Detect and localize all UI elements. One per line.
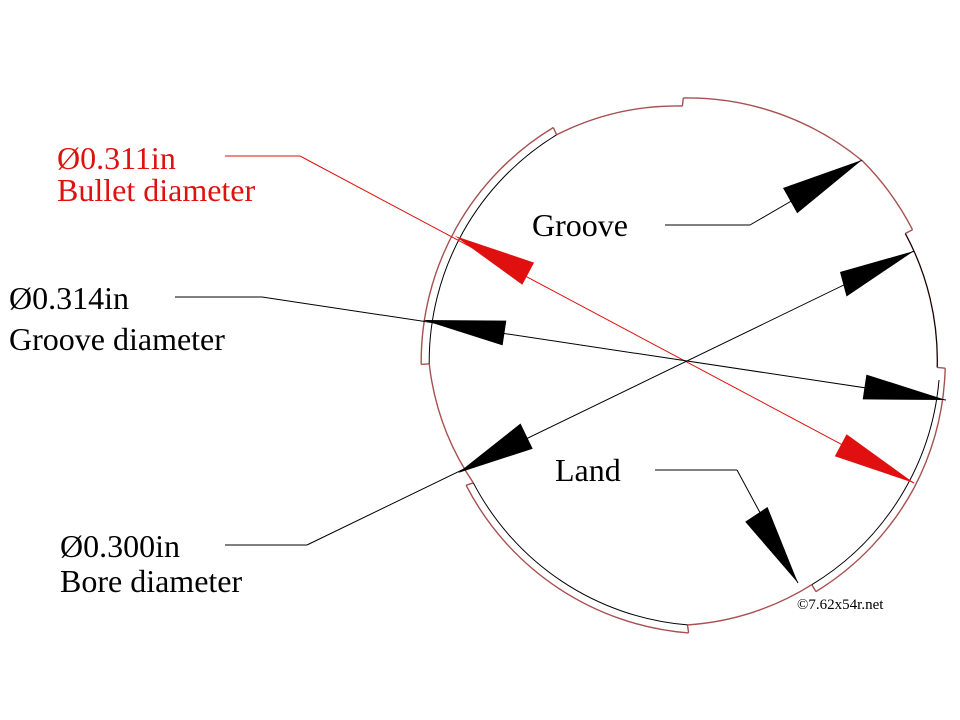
groove-dimension-line (261, 296, 947, 401)
bore-outline-arc-lower (472, 482, 688, 626)
land-arc-lower-right (815, 487, 915, 593)
bore-outline-arc-right (904, 233, 938, 368)
bullet-arrowhead-right (834, 434, 914, 483)
groove-callout (665, 159, 863, 226)
groove-diameter-dimension (175, 296, 947, 401)
bullet-dimension-line (299, 155, 915, 484)
bore-diameter-dimension (225, 250, 915, 546)
land-step-lower-left (465, 482, 474, 486)
bore-outline-arc-right-lower (811, 379, 940, 586)
bullet-diameter-value: Ø0.311in (57, 140, 176, 176)
land-arc-top (683, 97, 864, 162)
groove-arc-left (420, 126, 554, 365)
bore-outline (428, 134, 940, 626)
land-arc-left (428, 363, 474, 484)
land-step-bottom (686, 624, 690, 633)
groove-arrowhead-right (862, 374, 946, 400)
groove-callout-arrowhead (783, 160, 862, 214)
land-callout (655, 469, 799, 584)
groove-diameter-caption: Groove diameter (9, 321, 225, 357)
bullet-arrowhead-left (455, 236, 535, 285)
groove-arc-bottom (465, 484, 689, 634)
groove-callout-label: Groove (532, 207, 628, 243)
groove-diameter-value: Ø0.314in (9, 280, 129, 316)
land-step-right (904, 229, 946, 369)
groove-arc-right (862, 160, 914, 231)
barrel-profile (420, 97, 946, 634)
bore-diameter-caption: Bore diameter (60, 563, 242, 599)
land-step-top (552, 97, 684, 136)
bore-diameter-value: Ø0.300in (60, 528, 180, 564)
land-step-left (421, 363, 430, 366)
land-callout-label: Land (555, 452, 621, 488)
land-callout-arrowhead (745, 507, 798, 583)
bullet-diameter-dimension (225, 155, 915, 484)
land-step-bottom-right (811, 584, 817, 592)
groove-arc-top (556, 105, 683, 136)
bore-outline-arc (428, 134, 557, 364)
bore-arrowhead-left (458, 423, 533, 473)
bore-dimension-line (306, 250, 915, 546)
bullet-diameter-caption: Bullet diameter (57, 172, 256, 208)
bore-arrowhead-right (840, 251, 914, 297)
land-arc-bottom (687, 584, 813, 626)
copyright-notice: ©7.62x54r.net (797, 597, 884, 613)
groove-arrowhead-left (423, 320, 507, 346)
groove-arc-right-lower (913, 368, 946, 489)
